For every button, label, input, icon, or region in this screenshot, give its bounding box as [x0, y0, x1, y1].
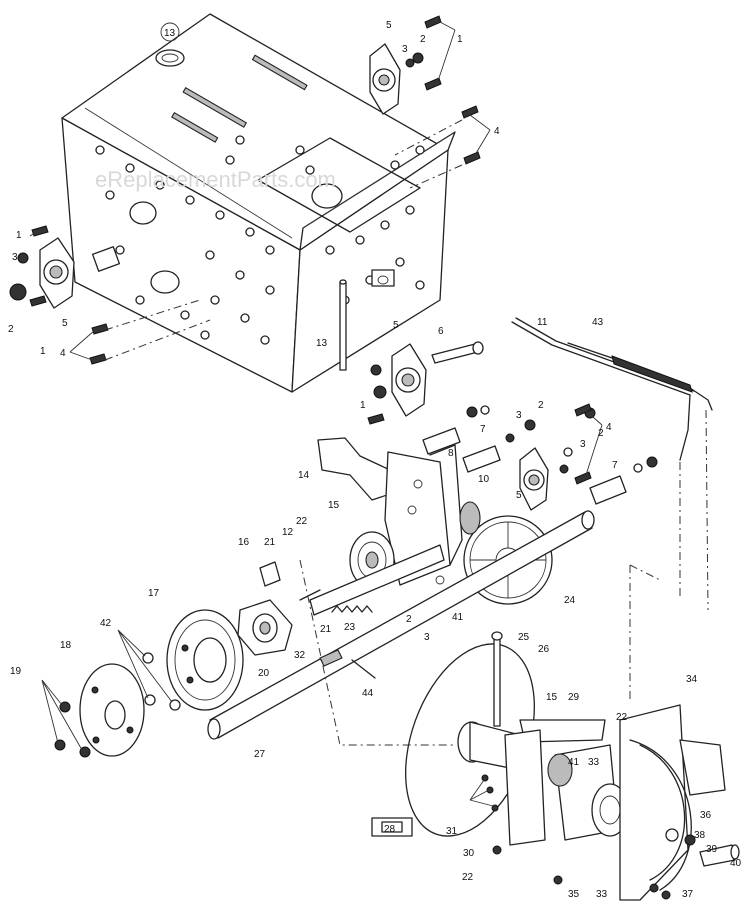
- callout-22: 22: [616, 712, 628, 723]
- callout-12: 12: [282, 527, 294, 538]
- top-bearing-flange: [369, 15, 481, 189]
- callout-25: 25: [518, 632, 530, 643]
- callout-8: 8: [448, 448, 454, 459]
- callout-5: 5: [386, 20, 392, 31]
- callout-24: 24: [564, 595, 576, 606]
- frame-housing: [61, 13, 456, 393]
- callout-4: 4: [494, 126, 500, 137]
- callout-2: 2: [538, 400, 544, 411]
- callout-26: 26: [538, 644, 550, 655]
- callout-5: 5: [62, 318, 68, 329]
- callout-22: 22: [462, 872, 474, 883]
- callout-33: 33: [596, 889, 608, 900]
- callout-34: 34: [686, 674, 698, 685]
- gearbox-bracket: [317, 437, 553, 605]
- callout-1: 1: [16, 230, 22, 241]
- callout-6: 6: [438, 326, 444, 337]
- callout-33: 33: [588, 757, 600, 768]
- callout-1: 1: [360, 400, 366, 411]
- callout-28: 28: [384, 824, 396, 835]
- callout-17: 17: [148, 588, 160, 599]
- callout-4: 4: [60, 348, 66, 359]
- callout-3: 3: [424, 632, 430, 643]
- callout-7: 7: [480, 424, 486, 435]
- callout-30: 30: [463, 848, 475, 859]
- callout-13: 13: [316, 338, 328, 349]
- left-bearing-flange: [9, 225, 211, 365]
- callout-5: 5: [516, 490, 522, 501]
- callout-3: 3: [12, 252, 18, 263]
- callout-35: 35: [568, 889, 580, 900]
- callout-44: 44: [362, 688, 374, 699]
- watermark: eReplacementParts.com: [95, 167, 336, 192]
- shaft-13: [339, 279, 347, 371]
- callout-10: 10: [478, 474, 490, 485]
- axle-shaft: [207, 510, 595, 740]
- callout-2: 2: [406, 614, 412, 625]
- callout-32: 32: [294, 650, 306, 661]
- drive-pulley-group: [41, 561, 376, 758]
- callout-37: 37: [682, 889, 694, 900]
- callout-40: 40: [730, 858, 742, 869]
- callout-2: 2: [8, 324, 14, 335]
- callout-36: 36: [700, 810, 712, 821]
- callout-labels: 13 5 3 2 1 4 1 3 2 5 1 4 13 5 6 11 43 3 …: [8, 20, 742, 900]
- callout-22: 22: [296, 516, 308, 527]
- callout-5: 5: [393, 320, 399, 331]
- callout-18: 18: [60, 640, 72, 651]
- callout-27: 27: [254, 749, 266, 760]
- callout-16: 16: [238, 537, 250, 548]
- callout-2: 2: [420, 34, 426, 45]
- callout-1: 1: [457, 34, 463, 45]
- lower-drive-assembly: [299, 559, 740, 901]
- callout-43: 43: [592, 317, 604, 328]
- center-bearing-group: [367, 341, 658, 511]
- callout-3: 3: [516, 410, 522, 421]
- callout-39: 39: [706, 844, 718, 855]
- callout-41: 41: [568, 757, 580, 768]
- callout-3: 3: [580, 439, 586, 450]
- shift-rod-and-spring: [511, 317, 713, 611]
- callout-21: 21: [320, 624, 332, 635]
- callout-29: 29: [568, 692, 580, 703]
- callout-15: 15: [328, 500, 340, 511]
- callout-4: 4: [606, 422, 612, 433]
- callout-15: 15: [546, 692, 558, 703]
- callout-38: 38: [694, 830, 706, 841]
- callout-11: 11: [537, 317, 548, 328]
- callout-1: 1: [40, 346, 46, 357]
- callout-13: 13: [164, 28, 176, 39]
- callout-3: 3: [402, 44, 408, 55]
- callout-7: 7: [612, 460, 618, 471]
- callout-21: 21: [264, 537, 276, 548]
- callout-42: 42: [100, 618, 112, 629]
- callout-41: 41: [452, 612, 464, 623]
- callout-2: 2: [598, 428, 604, 439]
- callout-14: 14: [298, 470, 310, 481]
- callout-23: 23: [344, 622, 356, 633]
- callout-31: 31: [446, 826, 458, 837]
- leader-lines: [29, 21, 603, 479]
- callout-20: 20: [258, 668, 270, 679]
- callout-19: 19: [10, 666, 22, 677]
